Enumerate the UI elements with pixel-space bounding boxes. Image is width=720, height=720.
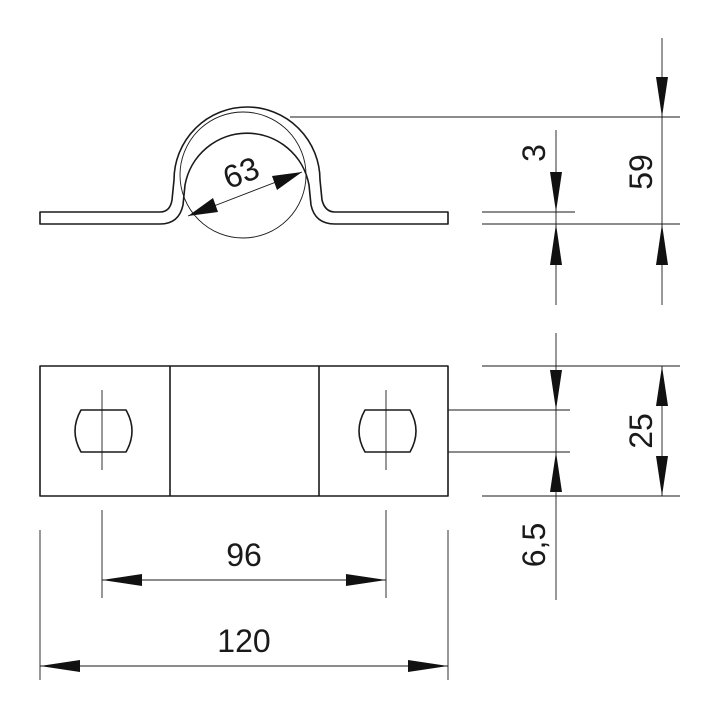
hole-width-label: 6,5 <box>516 523 552 567</box>
left-mounting-hole[interactable] <box>74 409 133 453</box>
right-mounting-hole[interactable] <box>358 409 417 453</box>
hole-width-dimension: 6,5 <box>448 333 570 600</box>
height-dimension: 59 <box>290 38 680 305</box>
width-dimension: 25 <box>482 365 680 497</box>
thickness-label: 3 <box>516 144 552 162</box>
hole-spacing-dimension: 96 <box>101 510 387 598</box>
top-view <box>39 365 449 497</box>
hole-spacing-label: 96 <box>226 537 262 573</box>
height-label: 59 <box>623 154 659 190</box>
overall-length-label: 120 <box>217 623 270 659</box>
width-label: 25 <box>623 413 659 449</box>
side-view: 63 <box>39 106 449 239</box>
thickness-dimension: 3 <box>482 130 575 305</box>
overall-length-dimension: 120 <box>39 530 449 680</box>
clamp-profile <box>39 106 449 225</box>
strap-outline <box>39 365 449 497</box>
